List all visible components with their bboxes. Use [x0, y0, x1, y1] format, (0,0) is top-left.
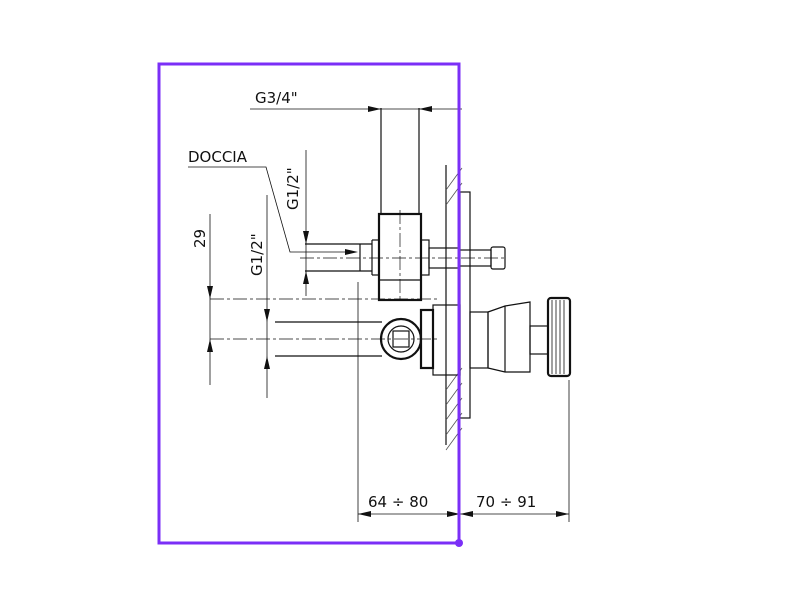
dimension-inlet: G3/4" [250, 89, 462, 112]
label-lower-outlet-size: G1/2" [248, 233, 266, 276]
dimension-lower-outlet: G1/2" [248, 195, 270, 398]
dimension-handle-projection: 70 ÷ 91 [460, 380, 570, 522]
dimension-recess-depth: 64 ÷ 80 [357, 282, 461, 522]
label-handle-projection: 70 ÷ 91 [476, 493, 536, 511]
upper-body [305, 212, 506, 302]
selection-resize-handle[interactable] [455, 539, 463, 547]
label-spacing: 29 [191, 229, 209, 248]
dimension-shower-outlet: DOCCIA G1/2" [188, 148, 358, 296]
wall-hatching [445, 167, 463, 451]
label-recess-depth: 64 ÷ 80 [368, 493, 428, 511]
handle-knob [546, 296, 572, 378]
center-lines [210, 210, 505, 340]
dimension-spacing: 29 [191, 214, 213, 385]
label-inlet-size: G3/4" [255, 89, 298, 107]
selection-box[interactable] [157, 62, 463, 547]
inlet-pipe [380, 108, 420, 214]
label-shower-outlet-size: G1/2" [284, 167, 302, 210]
label-shower-outlet: DOCCIA [188, 148, 248, 166]
lower-body [275, 296, 572, 378]
